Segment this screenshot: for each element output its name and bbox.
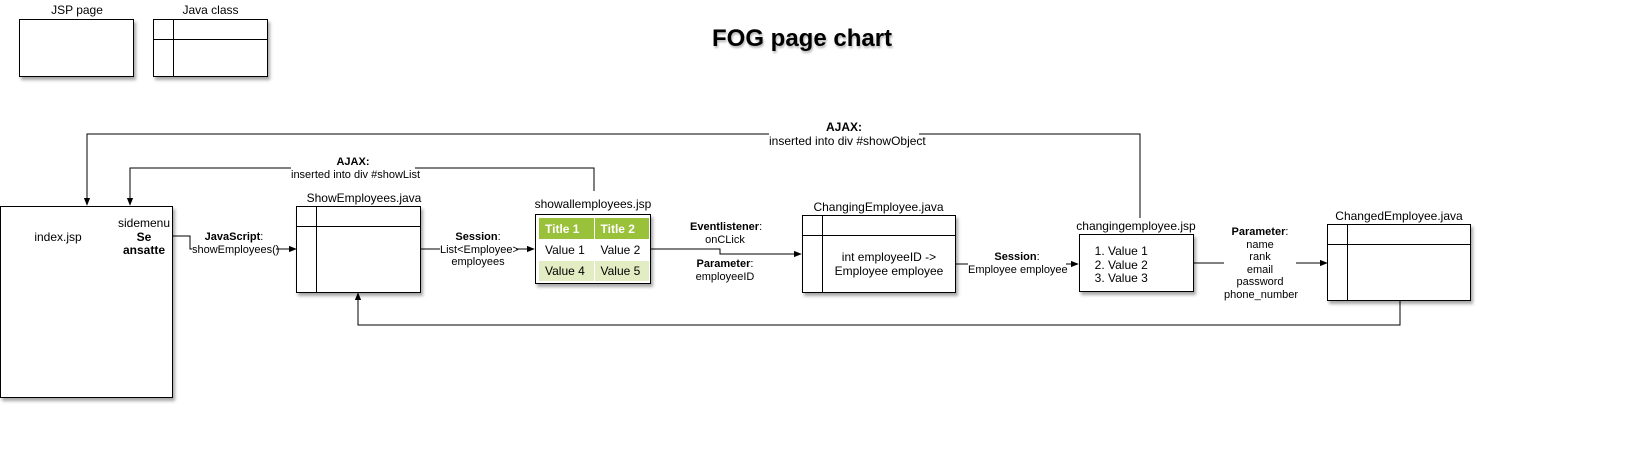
label-ajax-show-object-title: AJAX: xyxy=(825,120,862,134)
employee-value-list: Value 1 Value 2 Value 3 xyxy=(1080,244,1148,286)
label-ajax-show-list-text: inserted into div #showList xyxy=(291,168,421,181)
list-item: Value 3 xyxy=(1108,271,1148,286)
changing-employee-body-line2: Employee employee xyxy=(834,264,944,278)
label-javascript-text: showEmployees() xyxy=(192,243,280,256)
label-parameter-title-line: Parameter: xyxy=(695,258,755,271)
class-divider-v xyxy=(1347,225,1348,300)
class-divider-v xyxy=(822,216,823,292)
node-index-jsp: index.jsp sidemenu Se ansatte xyxy=(0,206,173,398)
label-parameters-item: password xyxy=(1236,276,1284,288)
edge-eventlistener xyxy=(650,248,802,258)
changing-employee-body: int employeeID -> Employee employee xyxy=(823,236,955,292)
table-cell: Value 2 xyxy=(593,239,650,261)
label-eventlistener-title: Eventlistener xyxy=(690,221,760,233)
label-parameters-item: phone_number xyxy=(1224,288,1299,301)
label-parameters-title-line: Parameter: xyxy=(1224,226,1296,239)
node-changing-employee-java: int employeeID -> Employee employee xyxy=(802,215,956,293)
label-session-employee-title-line: Session: xyxy=(968,251,1066,264)
table-header-row: Title 1 Title 2 xyxy=(538,217,650,240)
label-parameters-title: Parameter xyxy=(1231,226,1286,238)
node-changed-employee-java xyxy=(1327,224,1471,301)
label-session-employee-text: Employee employee xyxy=(968,263,1068,276)
label-session-list-line2: employees xyxy=(451,256,505,268)
legend-class-label: Java class xyxy=(182,3,239,17)
edge-ajax-show-object xyxy=(83,133,1141,218)
class-divider-v xyxy=(173,20,174,76)
label-parameter-title: Parameter xyxy=(696,258,751,270)
label-session-list-title: Session xyxy=(455,231,498,243)
table-header-cell: Title 1 xyxy=(538,217,595,240)
table-cell: Value 4 xyxy=(538,260,595,282)
class-divider-h xyxy=(803,235,955,236)
class-divider-v xyxy=(316,207,317,292)
node-showallemployees-jsp: Title 1 Title 2 Value 1 Value 2 Value 4 … xyxy=(535,214,651,284)
legend-class-shape xyxy=(153,19,268,77)
label-eventlistener: Eventlistener: onCLick xyxy=(690,221,763,246)
label-session-employee-suffix: : xyxy=(1036,251,1040,263)
label-session-employee-title: Session xyxy=(994,251,1037,263)
label-parameter-suffix: : xyxy=(750,258,754,270)
legend-jsp-label: JSP page xyxy=(51,3,103,17)
label-eventlistener-line1: onCLick xyxy=(705,233,745,246)
label-session-list-line1: List<Employee> xyxy=(440,243,519,256)
label-parameters: Parameter: name rank email password phon… xyxy=(1224,226,1299,301)
label-parameters-item: rank xyxy=(1249,251,1271,263)
show-employees-java-label: ShowEmployees.java xyxy=(306,191,422,205)
table-row: Value 4 Value 5 xyxy=(538,260,650,282)
label-eventlistener-suffix: : xyxy=(759,221,763,233)
index-label: index.jsp xyxy=(34,230,82,244)
node-changingemployee-jsp: Value 1 Value 2 Value 3 xyxy=(1079,234,1194,292)
label-javascript-suffix: : xyxy=(260,231,264,243)
label-parameter-value: employeeID xyxy=(695,270,755,283)
label-parameters-item: name xyxy=(1246,238,1274,251)
legend-jsp-shape xyxy=(19,19,134,77)
label-ajax-show-list-title: AJAX: xyxy=(336,156,370,168)
showallemployees-jsp-label: showallemployees.jsp xyxy=(534,197,652,211)
sidemenu-title: sidemenu xyxy=(117,216,171,230)
diagram-title: FOG page chart xyxy=(712,25,893,52)
changing-employee-java-label: ChangingEmployee.java xyxy=(813,200,944,214)
label-session-list: Session: List<Employee> employees xyxy=(440,231,519,269)
class-divider-h xyxy=(154,39,267,40)
changingemployee-jsp-label: changingemployee.jsp xyxy=(1076,219,1196,233)
sidemenu-item-line1: Se xyxy=(136,230,152,244)
changing-employee-body-line1: int employeeID -> xyxy=(841,250,937,264)
label-parameter-employee-id: Parameter: employeeID xyxy=(695,258,755,283)
edge-return xyxy=(354,292,1401,326)
label-ajax-show-object-text: inserted into div #showObject xyxy=(769,134,926,148)
label-session-employee: Session: Employee employee xyxy=(968,251,1068,276)
label-ajax-show-object: AJAX: inserted into div #showObject xyxy=(769,120,926,148)
table-row: Value 1 Value 2 xyxy=(538,239,650,261)
employees-table: Title 1 Title 2 Value 1 Value 2 Value 4 … xyxy=(538,217,650,282)
label-session-list-title-line: Session: xyxy=(440,231,516,244)
label-parameters-item: email xyxy=(1246,263,1274,276)
changed-employee-java-label: ChangedEmployee.java xyxy=(1335,209,1463,223)
node-show-employees-java xyxy=(296,206,421,293)
label-javascript: JavaScript: showEmployees() xyxy=(192,231,280,256)
table-cell: Value 1 xyxy=(538,239,595,261)
table-header-cell: Title 2 xyxy=(593,217,650,240)
label-javascript-title-line: JavaScript: xyxy=(192,231,276,244)
table-cell: Value 5 xyxy=(593,260,650,282)
list-item: Value 2 xyxy=(1108,258,1148,273)
label-eventlistener-title-line: Eventlistener: xyxy=(690,221,763,234)
label-ajax-show-list: AJAX: inserted into div #showList xyxy=(291,156,421,181)
class-divider-h xyxy=(1328,244,1470,245)
label-javascript-title: JavaScript xyxy=(204,231,261,243)
class-divider-h xyxy=(297,226,420,227)
label-parameters-suffix: : xyxy=(1285,226,1289,238)
sidemenu-item-line2: ansatte xyxy=(122,243,166,257)
list-item: Value 1 xyxy=(1108,244,1148,259)
label-session-list-suffix: : xyxy=(497,231,501,243)
